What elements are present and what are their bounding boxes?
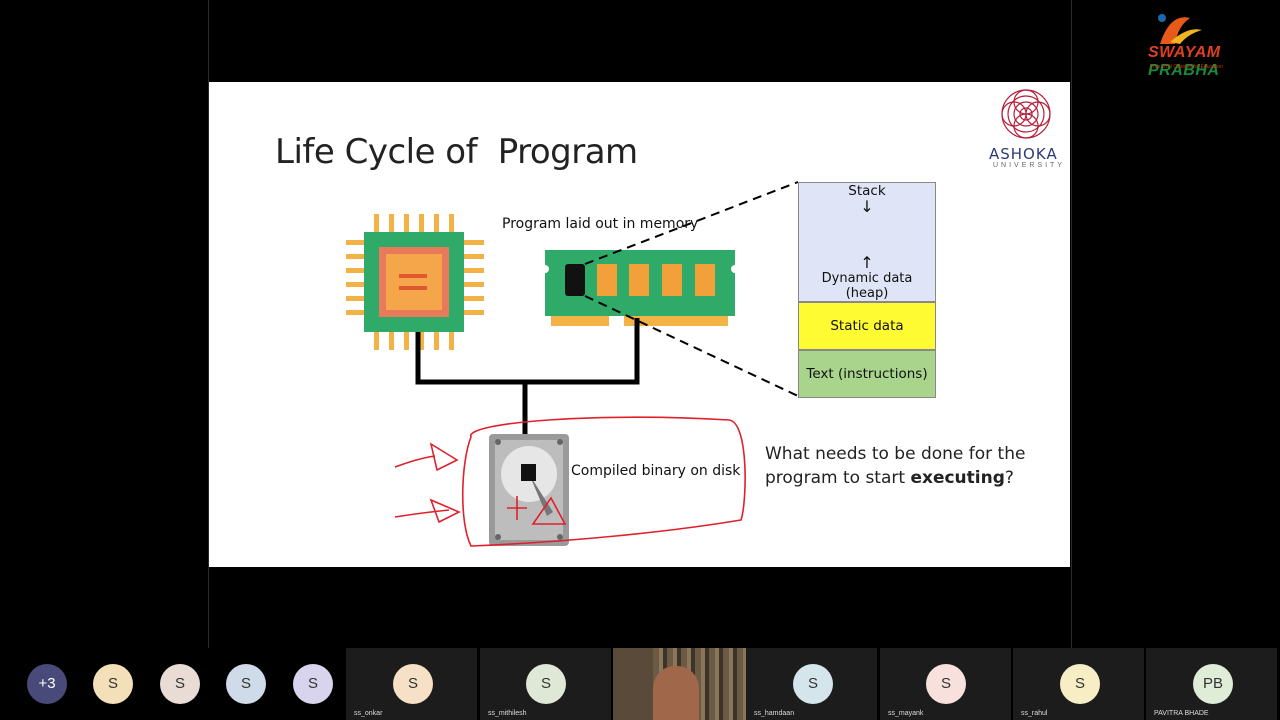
participant-name: PAVITRA BHADE — [1154, 710, 1209, 717]
person-silhouette — [653, 666, 699, 720]
memory-label: Program laid out in memory — [502, 216, 699, 232]
red-annotations — [394, 416, 746, 547]
ram-module-icon — [541, 250, 739, 326]
participant-name: ss_hamdaan — [754, 710, 795, 717]
participant-avatar[interactable]: S — [793, 664, 833, 704]
university-logo-sub: UNIVERSITY — [993, 162, 1066, 169]
arrow-down-icon: ↓ — [860, 197, 874, 216]
slide-question: What needs to be done for the program to… — [765, 444, 1026, 488]
participant-name: ss_mayank — [888, 710, 924, 717]
participant-avatar[interactable]: S — [293, 664, 333, 704]
memory-layout: Stack ↓ ↑ Dynamic data (heap) Static dat… — [798, 182, 936, 398]
swayam-prabha-logo — [1158, 14, 1202, 44]
hard-disk-icon — [489, 434, 569, 546]
participant-avatar[interactable]: S — [526, 664, 566, 704]
bus-wires — [415, 318, 640, 434]
memory-segment-text: Text (instructions) — [798, 350, 936, 398]
participant-avatar[interactable]: S — [226, 664, 266, 704]
university-logo-text: ASHOKA — [989, 145, 1058, 163]
participant-avatar[interactable]: S — [1060, 664, 1100, 704]
channel-logo-text: SWAYAM PRABHA — [1148, 44, 1221, 79]
participant-name: ss_rahul — [1021, 710, 1048, 717]
channel-logo-tagline: Free DTH Channel for Education — [1150, 64, 1223, 70]
participant-name: ss_onkar — [354, 710, 383, 717]
arrow-up-icon: ↑ — [860, 253, 874, 272]
slide-title: Life Cycle of Program — [275, 132, 638, 172]
participant-avatar[interactable]: S — [93, 664, 133, 704]
memory-segment-stack: Stack ↓ ↑ Dynamic data (heap) — [798, 182, 936, 302]
heap-label: ↑ Dynamic data (heap) — [799, 253, 935, 302]
cpu-chip-icon — [346, 214, 484, 350]
stack-label: Stack ↓ — [799, 183, 935, 215]
memory-segment-static: Static data (globals) — [798, 302, 936, 380]
more-participants-button[interactable]: +3 — [27, 664, 67, 704]
ashoka-logo-icon — [1001, 89, 1051, 139]
participant-video-tile[interactable] — [613, 648, 746, 720]
presentation-slide: Life Cycle of Program ASHOKA UNIVERSITY … — [209, 82, 1070, 567]
lifecycle-diagram — [346, 89, 1051, 547]
participant-avatar[interactable]: S — [393, 664, 433, 704]
participant-avatar[interactable]: S — [160, 664, 200, 704]
participant-avatar[interactable]: S — [926, 664, 966, 704]
zoom-lines — [584, 181, 799, 397]
participant-name: ss_mithilesh — [488, 710, 527, 717]
participant-avatar[interactable]: PB — [1193, 664, 1233, 704]
disk-label: Compiled binary on disk — [571, 463, 741, 479]
